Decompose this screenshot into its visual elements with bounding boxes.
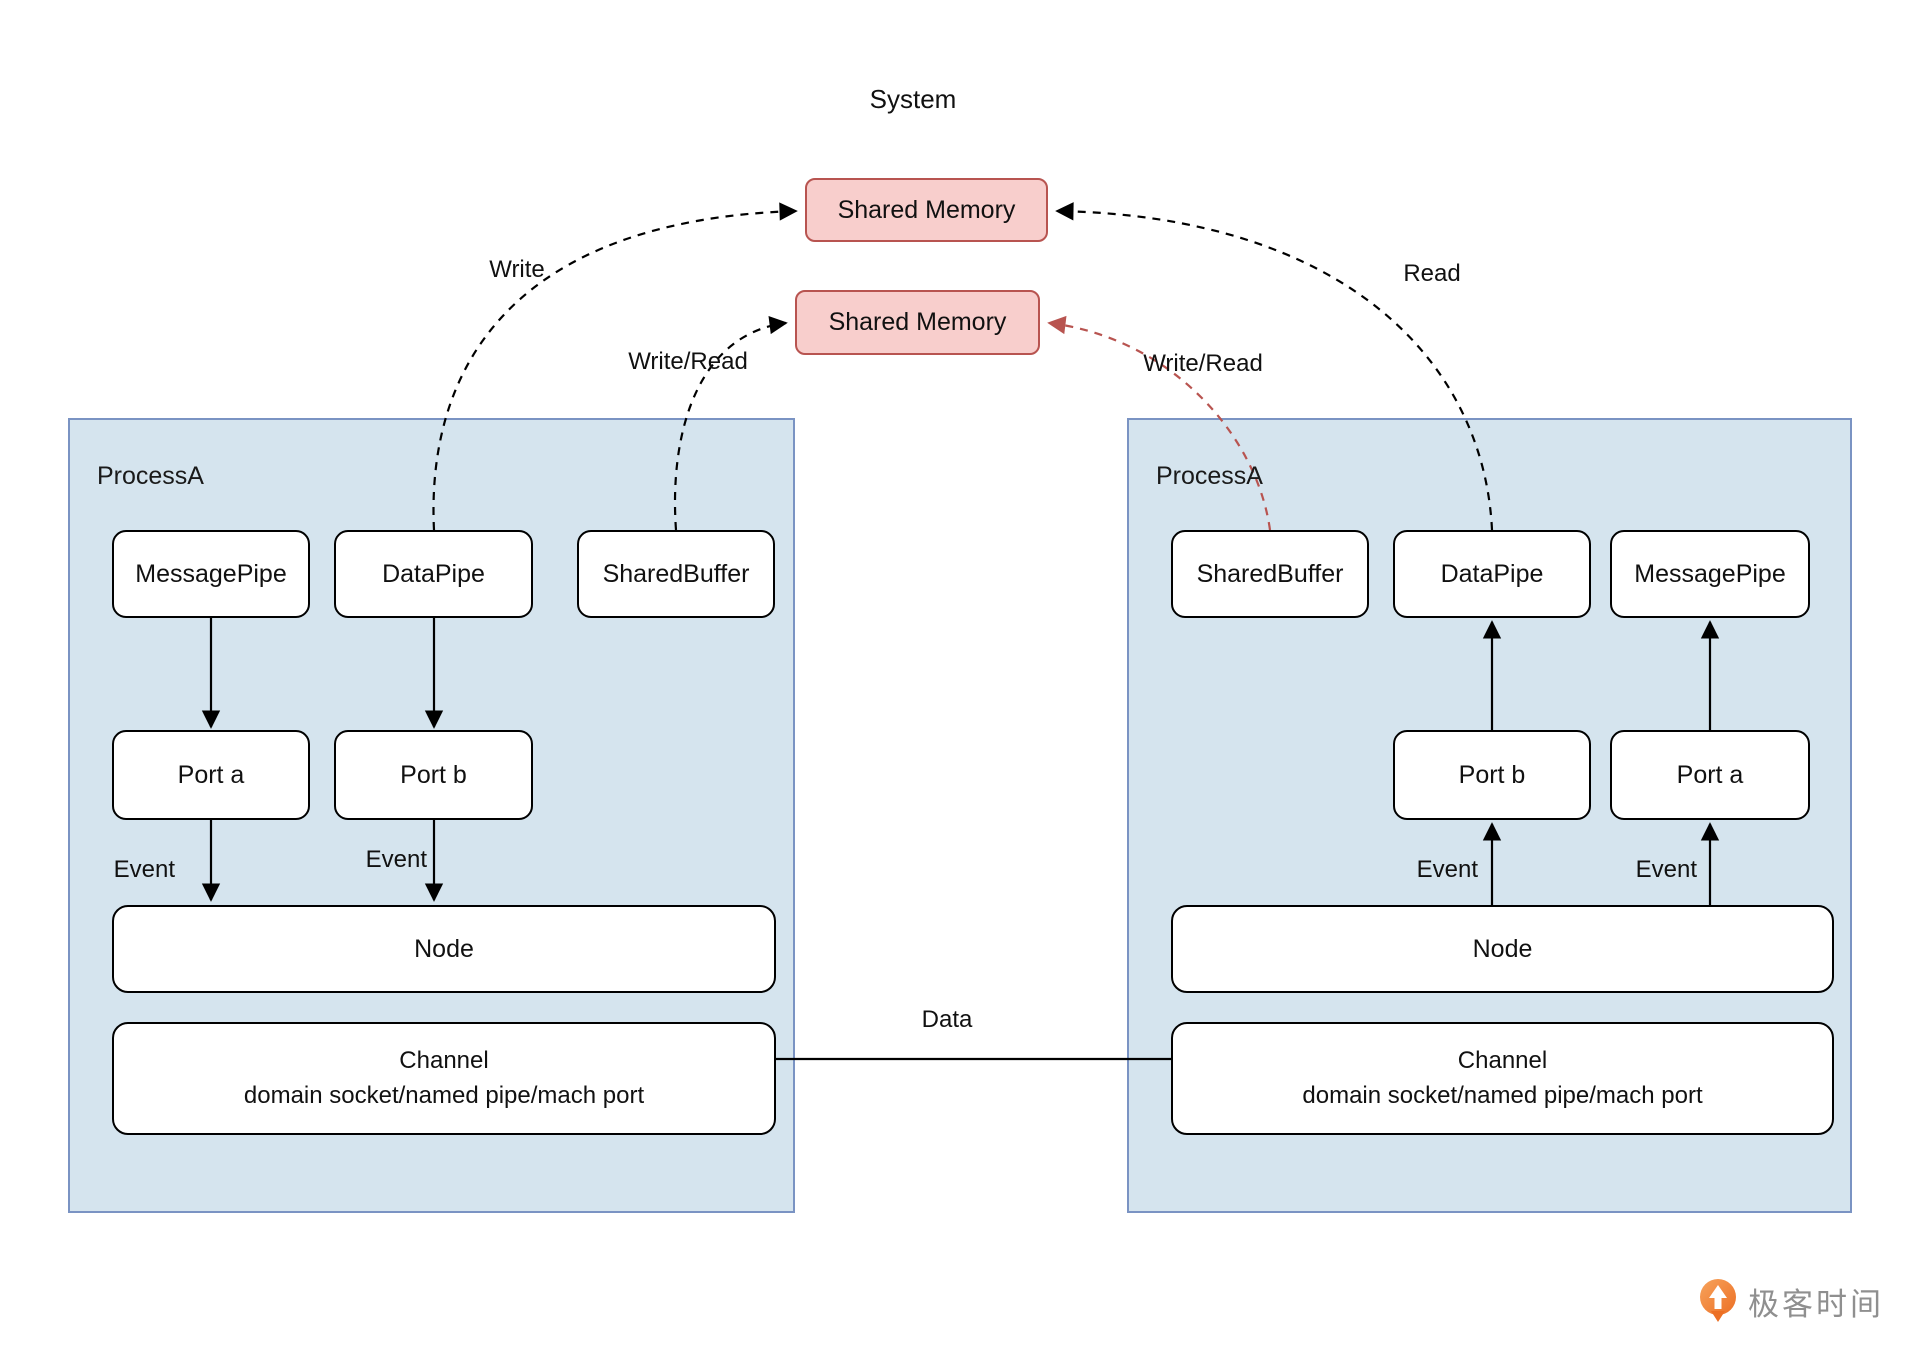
box-channel-left: Channel domain socket/named pipe/mach po… [112, 1022, 776, 1135]
box-sharedbuffer-right: SharedBuffer [1171, 530, 1369, 618]
port-b-right-label: Port b [1458, 760, 1526, 789]
shared-memory-bottom-label: Shared Memory [828, 308, 1007, 336]
node-right-label: Node [1472, 934, 1533, 963]
geektime-logo-text: 极客时间 [1748, 1286, 1884, 1322]
box-port-b-left: Port b [334, 730, 533, 820]
sharedbuffer-left-label: SharedBuffer [602, 559, 750, 588]
box-messagepipe-right: MessagePipe [1610, 530, 1810, 618]
box-node-right: Node [1171, 905, 1834, 993]
port-a-right-label: Port a [1676, 760, 1744, 789]
edge-label-write-read-right: Write/Read [1143, 350, 1263, 377]
process-right-label: ProcessA [1156, 462, 1263, 490]
event-label-right-2: Event [1635, 856, 1697, 883]
system-label: System [869, 84, 957, 114]
box-port-b-right: Port b [1393, 730, 1591, 820]
box-datapipe-right: DataPipe [1393, 530, 1591, 618]
shared-memory-top-label: Shared Memory [837, 195, 1016, 224]
box-datapipe-left: DataPipe [334, 530, 533, 618]
box-sharedbuffer-left: SharedBuffer [577, 530, 775, 618]
datapipe-left-label: DataPipe [382, 559, 485, 588]
messagepipe-left-label: MessagePipe [135, 559, 287, 588]
channel-left-subtitle: domain socket/named pipe/mach port [243, 1081, 645, 1109]
port-b-left-label: Port b [400, 760, 467, 789]
box-port-a-right: Port a [1610, 730, 1810, 820]
event-label-left-2: Event [365, 846, 427, 873]
box-node-left: Node [112, 905, 776, 993]
channel-left-title: Channel [399, 1046, 489, 1074]
port-a-left-label: Port a [177, 760, 245, 789]
shared-memory-box-bottom: Shared Memory [795, 290, 1040, 355]
event-label-right-1: Event [1416, 856, 1478, 883]
box-port-a-left: Port a [112, 730, 310, 820]
edge-label-write-read-left: Write/Read [628, 348, 748, 375]
channel-right-title: Channel [1457, 1046, 1548, 1074]
edge-label-read: Read [1403, 260, 1461, 287]
box-messagepipe-left: MessagePipe [112, 530, 310, 618]
messagepipe-right-label: MessagePipe [1634, 559, 1786, 588]
node-left-label: Node [414, 934, 474, 963]
geektime-logo-icon [1700, 1279, 1736, 1322]
edge-label-write: Write [489, 256, 545, 283]
channel-right-subtitle: domain socket/named pipe/mach port [1302, 1081, 1703, 1109]
datapipe-right-label: DataPipe [1440, 559, 1544, 588]
shared-memory-box-top: Shared Memory [805, 178, 1048, 242]
process-left-label: ProcessA [97, 462, 204, 490]
edge-label-data: Data [921, 1006, 973, 1033]
logo: 极客时间 [1698, 1278, 1884, 1324]
event-label-left-1: Event [113, 856, 175, 883]
sharedbuffer-right-label: SharedBuffer [1196, 559, 1344, 588]
box-channel-right: Channel domain socket/named pipe/mach po… [1171, 1022, 1834, 1135]
